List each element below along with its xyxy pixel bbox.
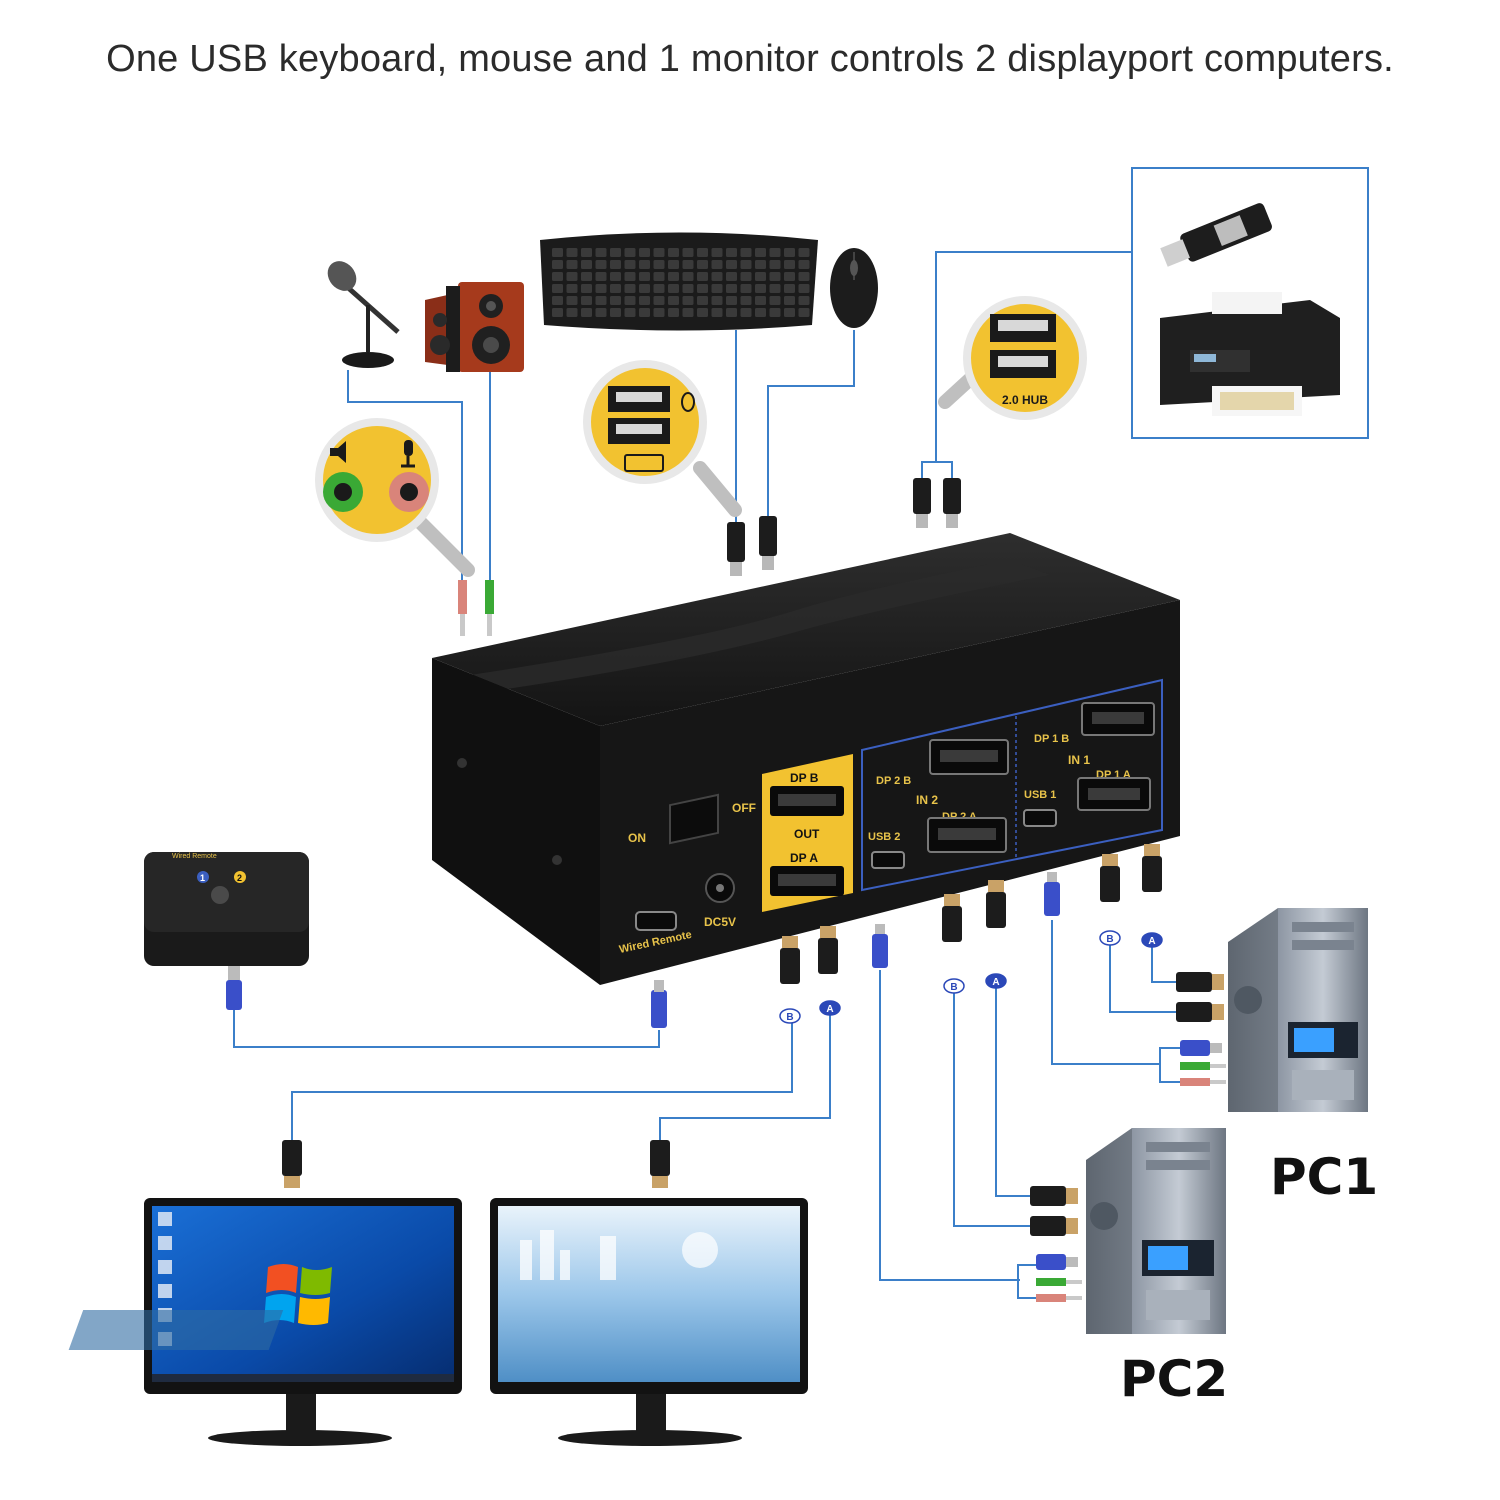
out-plug-a (818, 926, 838, 974)
tag-pc2-b: B (943, 978, 965, 994)
usb-plug-mouse (759, 516, 777, 570)
pc2-usb-plug (1036, 1254, 1078, 1270)
connection-wires (233, 251, 1180, 1299)
out-dp-b-label: DP B (790, 771, 819, 785)
remote-title: Wired Remote (172, 853, 217, 860)
wire-mouse (767, 330, 855, 522)
printer-icon (1160, 292, 1340, 416)
usb-hub-magnifier: 2.0 HUB (938, 296, 1087, 420)
in1-label: IN 1 (1068, 753, 1090, 767)
remote-plug-kvm (651, 980, 667, 1028)
pc1-plug-a (1176, 972, 1224, 992)
pc1-tower (1228, 908, 1368, 1112)
wire-monitor2 (659, 1014, 831, 1140)
wire-pc2-dpa (995, 980, 1030, 1197)
pc2-plug-b-kvm (942, 894, 962, 942)
wire-pc2-usb (879, 970, 1020, 1281)
pc1-audio-green (1180, 1062, 1226, 1070)
usb-plug-pc1-kvm (1044, 872, 1060, 916)
wire-pc1-usb (1051, 920, 1160, 1065)
power-on-label: ON (628, 831, 646, 845)
wire-pc1-dpb (1109, 940, 1176, 1013)
pc1-label: PC1 (1270, 1148, 1379, 1206)
pc2-plug-a-kvm (986, 880, 1006, 928)
wire-pc1-dpa (1151, 940, 1176, 983)
keyboard-icon (540, 232, 818, 331)
pc2-label: PC2 (1120, 1350, 1229, 1408)
pc2-plug-a (1030, 1186, 1078, 1206)
svg-text:B: B (950, 982, 957, 993)
wire-mic (347, 370, 463, 580)
dc-power-label: DC5V (704, 915, 736, 929)
hub-label: 2.0 HUB (1002, 393, 1048, 407)
pc1-usb-plug (1180, 1040, 1222, 1056)
headline: One USB keyboard, mouse and 1 monitor co… (106, 38, 1394, 80)
svg-text:A: A (992, 977, 999, 988)
flash-drive-icon (1160, 203, 1272, 267)
monitor-1 (144, 1198, 462, 1446)
bottom-plugs (282, 844, 1226, 1302)
monitor2-plug (650, 1140, 670, 1188)
pc2-audio-green (1036, 1278, 1082, 1286)
monitor1-plug (282, 1140, 302, 1188)
svg-text:A: A (826, 1004, 833, 1015)
usb-plug-pc2-kvm (872, 924, 888, 968)
top-plugs (458, 478, 961, 636)
out-plug-b (780, 936, 800, 984)
speakers-icon (425, 282, 524, 372)
wire-pc2-dpb (953, 990, 1030, 1227)
pc1-plug-b (1176, 1002, 1224, 1022)
kvm-switch: ON OFF DC5V Wired Remote DP B OUT DP A D… (432, 533, 1180, 985)
microphone-icon (327, 261, 400, 368)
tag-pc1-b: B (1099, 930, 1121, 946)
remote-button1-label: 1 (200, 873, 205, 883)
svg-text:B: B (786, 1012, 793, 1023)
tag-out-a: A (819, 1000, 841, 1016)
pc1-audio-pink (1180, 1078, 1226, 1086)
in2-label: IN 2 (916, 793, 938, 807)
audio-plug-pink (458, 580, 467, 636)
svg-text:B: B (1106, 934, 1113, 945)
wired-remote: Wired Remote 1 2 (144, 852, 309, 1010)
out-label: OUT (794, 827, 820, 841)
pc2-tower (1086, 1128, 1226, 1334)
pc1-plug-b-kvm (1100, 854, 1120, 902)
usb-devices-box (1131, 167, 1369, 439)
pc2-audio-pink (1036, 1294, 1082, 1302)
wire-monitor1 (291, 1020, 793, 1140)
tag-pc2-a: A (985, 973, 1007, 989)
usb-plug-keyboard (727, 522, 745, 576)
mouse-icon (830, 248, 878, 328)
in2-usb-label: USB 2 (868, 831, 900, 843)
pc1-plug-a-kvm (1142, 844, 1162, 892)
cable-tags: B A B A B A (779, 930, 1163, 1024)
usb-plug-hub-2 (943, 478, 961, 528)
audio-plug-green (485, 580, 494, 636)
windows-logo-icon (264, 1264, 332, 1325)
tag-pc1-a: A (1141, 932, 1163, 948)
svg-text:A: A (1148, 936, 1155, 947)
pc2-plug-b (1030, 1216, 1078, 1236)
usb-km-magnifier (583, 360, 742, 517)
usb-plug-hub-1 (913, 478, 931, 528)
in2-dp-b-label: DP 2 B (876, 775, 911, 787)
in1-dp-b-label: DP 1 B (1034, 733, 1069, 745)
remote-button2-label: 2 (237, 873, 242, 883)
tag-out-b: B (779, 1008, 801, 1024)
monitor-2 (68, 1198, 808, 1446)
in1-usb-label: USB 1 (1024, 789, 1056, 801)
out-dp-a-label: DP A (790, 851, 818, 865)
power-off-label: OFF (732, 801, 756, 815)
wire-remote (233, 1010, 660, 1048)
audio-jack-magnifier (315, 418, 475, 577)
